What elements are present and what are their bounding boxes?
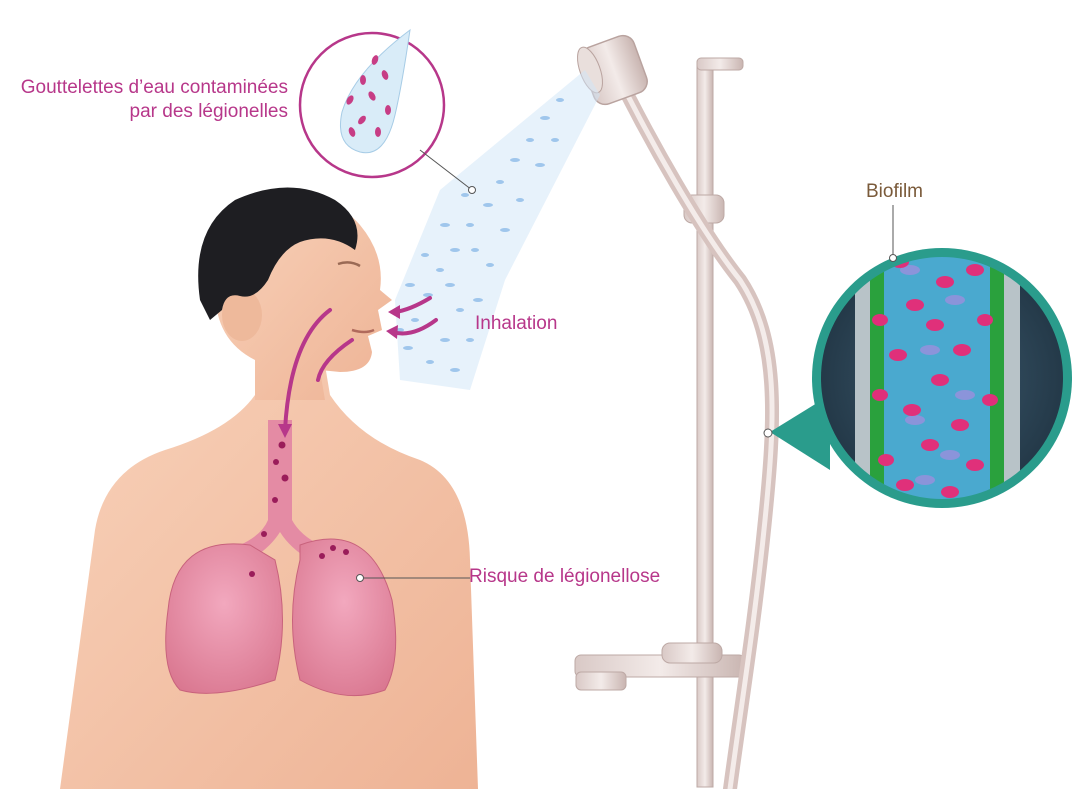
biofilm-zoom <box>764 205 1073 510</box>
biofilm-label: Biofilm <box>866 180 923 204</box>
droplets-label-line2: par des légionelles <box>0 100 288 124</box>
droplets-label-line1: Gouttelettes d’eau contaminées <box>0 76 288 100</box>
risk-label: Risque de légionellose <box>469 565 660 589</box>
shower-hose <box>620 80 772 789</box>
droplets-label: Gouttelettes d’eau contaminées par des l… <box>0 76 288 124</box>
inhalation-label: Inhalation <box>475 312 557 336</box>
left-lung <box>166 544 283 694</box>
droplet-callout <box>300 30 476 194</box>
